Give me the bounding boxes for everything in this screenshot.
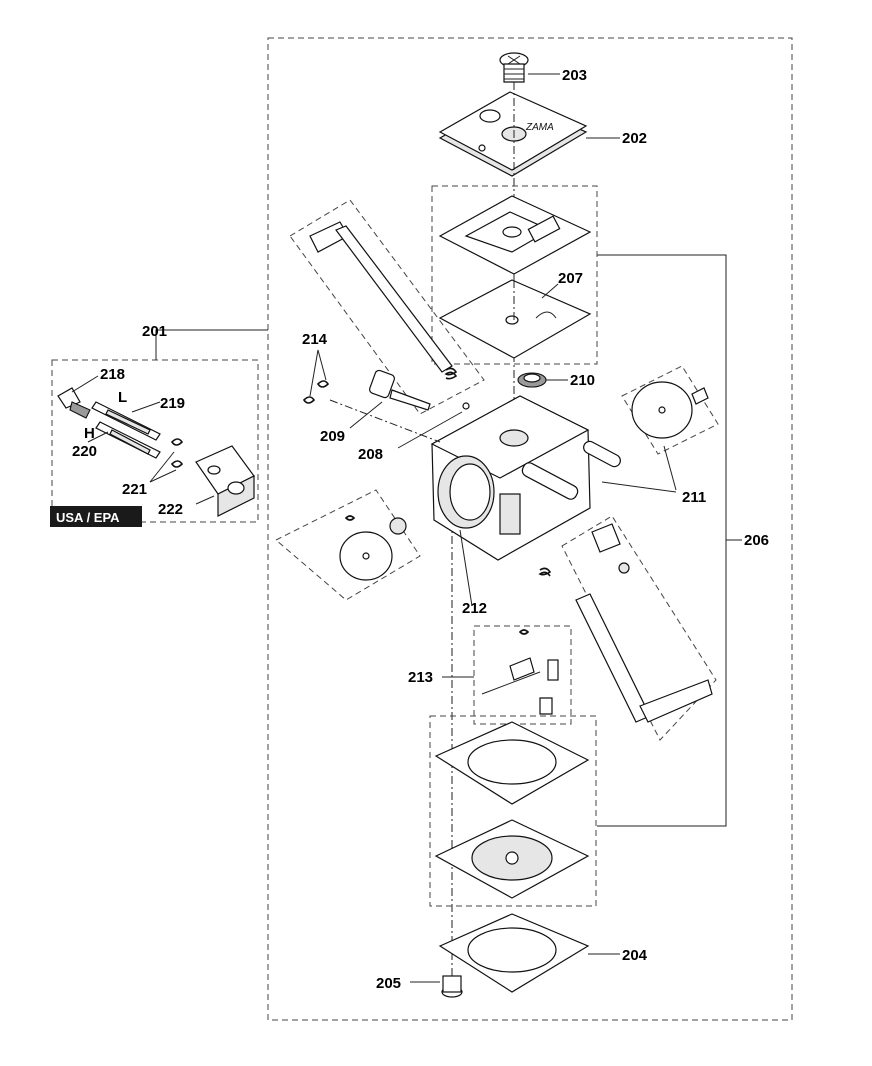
block-222 [195,445,255,517]
metering-diaphragm [434,819,590,899]
label-211: 211 [682,489,706,506]
leader-219 [131,401,161,413]
spring-212 [538,567,552,577]
kit-box-lower [429,715,597,907]
choke-plate [339,515,407,581]
needle-219 [91,401,161,441]
gasket-upper [438,195,592,275]
label-207: 207 [558,270,583,287]
leader-209 [349,401,383,429]
leader-208 [397,411,463,449]
disc-211 [631,381,709,439]
choke-shaft [575,523,713,723]
leader-212 [459,529,473,607]
screw-203 [499,52,529,83]
label-221: 221 [122,481,147,498]
needle-valve-213 [481,629,559,715]
label-208: 208 [358,446,383,463]
label-H: H [84,425,95,442]
label-203: 203 [562,67,587,84]
leader-220 [87,431,109,443]
usa-epa-badge: USA / EPA [50,506,142,527]
metering-cover-204 [438,913,590,993]
ball-208 [462,402,470,410]
carburetor-body [430,395,621,561]
label-202: 202 [622,130,647,147]
springs-221 [170,438,184,468]
label-206: 206 [744,532,769,549]
main-assembly-frame [267,37,793,1021]
needle-220 [95,421,161,459]
label-L: L [118,389,127,406]
box-choke-shaft [561,515,717,741]
label-201: 201 [142,323,167,340]
label-209: 209 [320,428,345,445]
epa-inset-frame [51,359,259,523]
kit-box-upper [431,185,598,365]
leader-221a [149,451,175,483]
label-219: 219 [160,395,185,412]
screw-205 [441,975,463,998]
label-214: 214 [302,331,328,348]
gasket-lower [434,721,590,805]
leader-218 [71,375,99,393]
box-choke [275,489,421,601]
leader-214a [309,349,319,397]
usa-epa-badge-text: USA / EPA [56,510,120,525]
limiter-cap-218 [57,387,91,419]
leader-221b [149,469,177,483]
idle-needle-209 [369,369,431,411]
throttle-shaft [309,221,458,380]
label-210: 210 [570,372,595,389]
leader-201 [155,329,268,340]
label-212: 212 [462,600,487,617]
leader-207 [541,283,559,299]
box-211-right [621,365,719,455]
leader-211a [601,481,677,493]
leader-211b [663,445,677,491]
throttle-shaft-box [289,199,485,415]
cover-plate-202: ZAMA [438,91,588,177]
pump-diaphragm-207 [438,279,592,359]
springs-214 [302,380,330,404]
box-213 [473,625,572,725]
label-218: 218 [100,366,125,383]
label-204: 204 [622,947,648,964]
leader-214b [317,349,327,381]
label-213: 213 [408,669,433,686]
label-205: 205 [376,975,401,992]
label-222: 222 [158,501,183,518]
label-220: 220 [72,443,97,460]
cover-logo: ZAMA [525,122,554,133]
inlet-screen-210 [517,372,547,388]
leader-222 [195,495,215,505]
